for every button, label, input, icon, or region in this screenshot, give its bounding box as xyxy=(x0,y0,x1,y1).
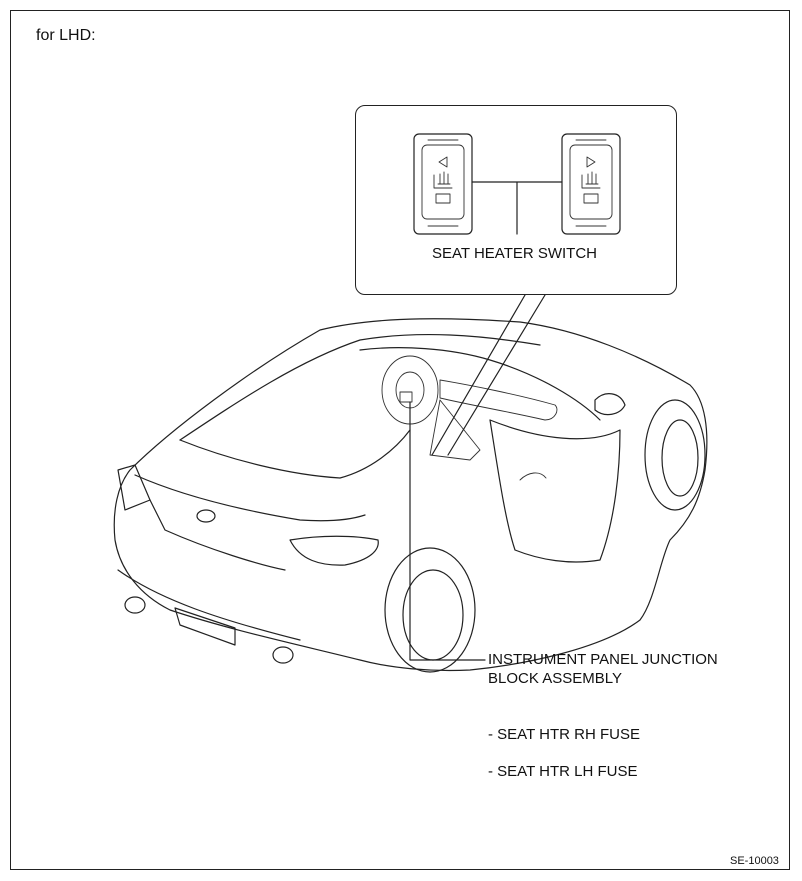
door-panel xyxy=(489,419,621,563)
rear-lamp-right xyxy=(289,535,379,566)
page-heading: for LHD: xyxy=(36,27,96,44)
trunk-panel xyxy=(149,499,286,571)
exhaust-left xyxy=(124,596,146,614)
diffuser xyxy=(174,607,236,646)
heated-seat-icon xyxy=(433,171,453,189)
dash-line xyxy=(359,347,601,421)
rear-wheel xyxy=(384,547,476,673)
triangle-left-icon xyxy=(438,156,448,168)
bumper-line xyxy=(117,569,301,641)
junction-block-marker xyxy=(399,391,413,403)
exhaust-right xyxy=(272,646,294,664)
triangle-right-icon xyxy=(586,156,596,168)
figure-code: SE-10003 xyxy=(730,855,779,867)
indicator-light xyxy=(583,193,599,204)
emblem xyxy=(196,509,216,523)
switch-left xyxy=(413,133,473,235)
callout-box xyxy=(355,105,677,295)
switch-connector xyxy=(471,181,563,235)
junction-leader-line xyxy=(409,401,486,661)
fuse-lh-label: - SEAT HTR LH FUSE xyxy=(488,763,638,780)
roof-line xyxy=(179,333,541,441)
side-mirror xyxy=(594,393,626,416)
junction-block-label-line1: INSTRUMENT PANEL JUNCTION xyxy=(488,651,718,668)
heated-seat-icon xyxy=(581,171,601,189)
rear-window xyxy=(179,429,411,479)
figure-frame xyxy=(10,10,790,870)
indicator-light xyxy=(435,193,451,204)
center-console xyxy=(429,399,481,461)
rear-lamp-left xyxy=(117,464,151,511)
front-wheel-hub xyxy=(661,419,699,497)
body-outline xyxy=(113,318,708,672)
junction-block-label-line2: BLOCK ASSEMBLY xyxy=(488,670,622,687)
fuse-rh-label: - SEAT HTR RH FUSE xyxy=(488,726,640,743)
callout-pointer xyxy=(431,294,546,456)
seat-heater-switch-label: SEAT HEATER SWITCH xyxy=(432,245,598,262)
door-handle xyxy=(519,472,547,481)
switch-right xyxy=(561,133,621,235)
trunk-line xyxy=(134,474,366,522)
junction-block-label: INSTRUMENT PANEL JUNCTION BLOCK ASSEMBLY xyxy=(488,650,718,688)
front-wheel xyxy=(644,399,706,511)
